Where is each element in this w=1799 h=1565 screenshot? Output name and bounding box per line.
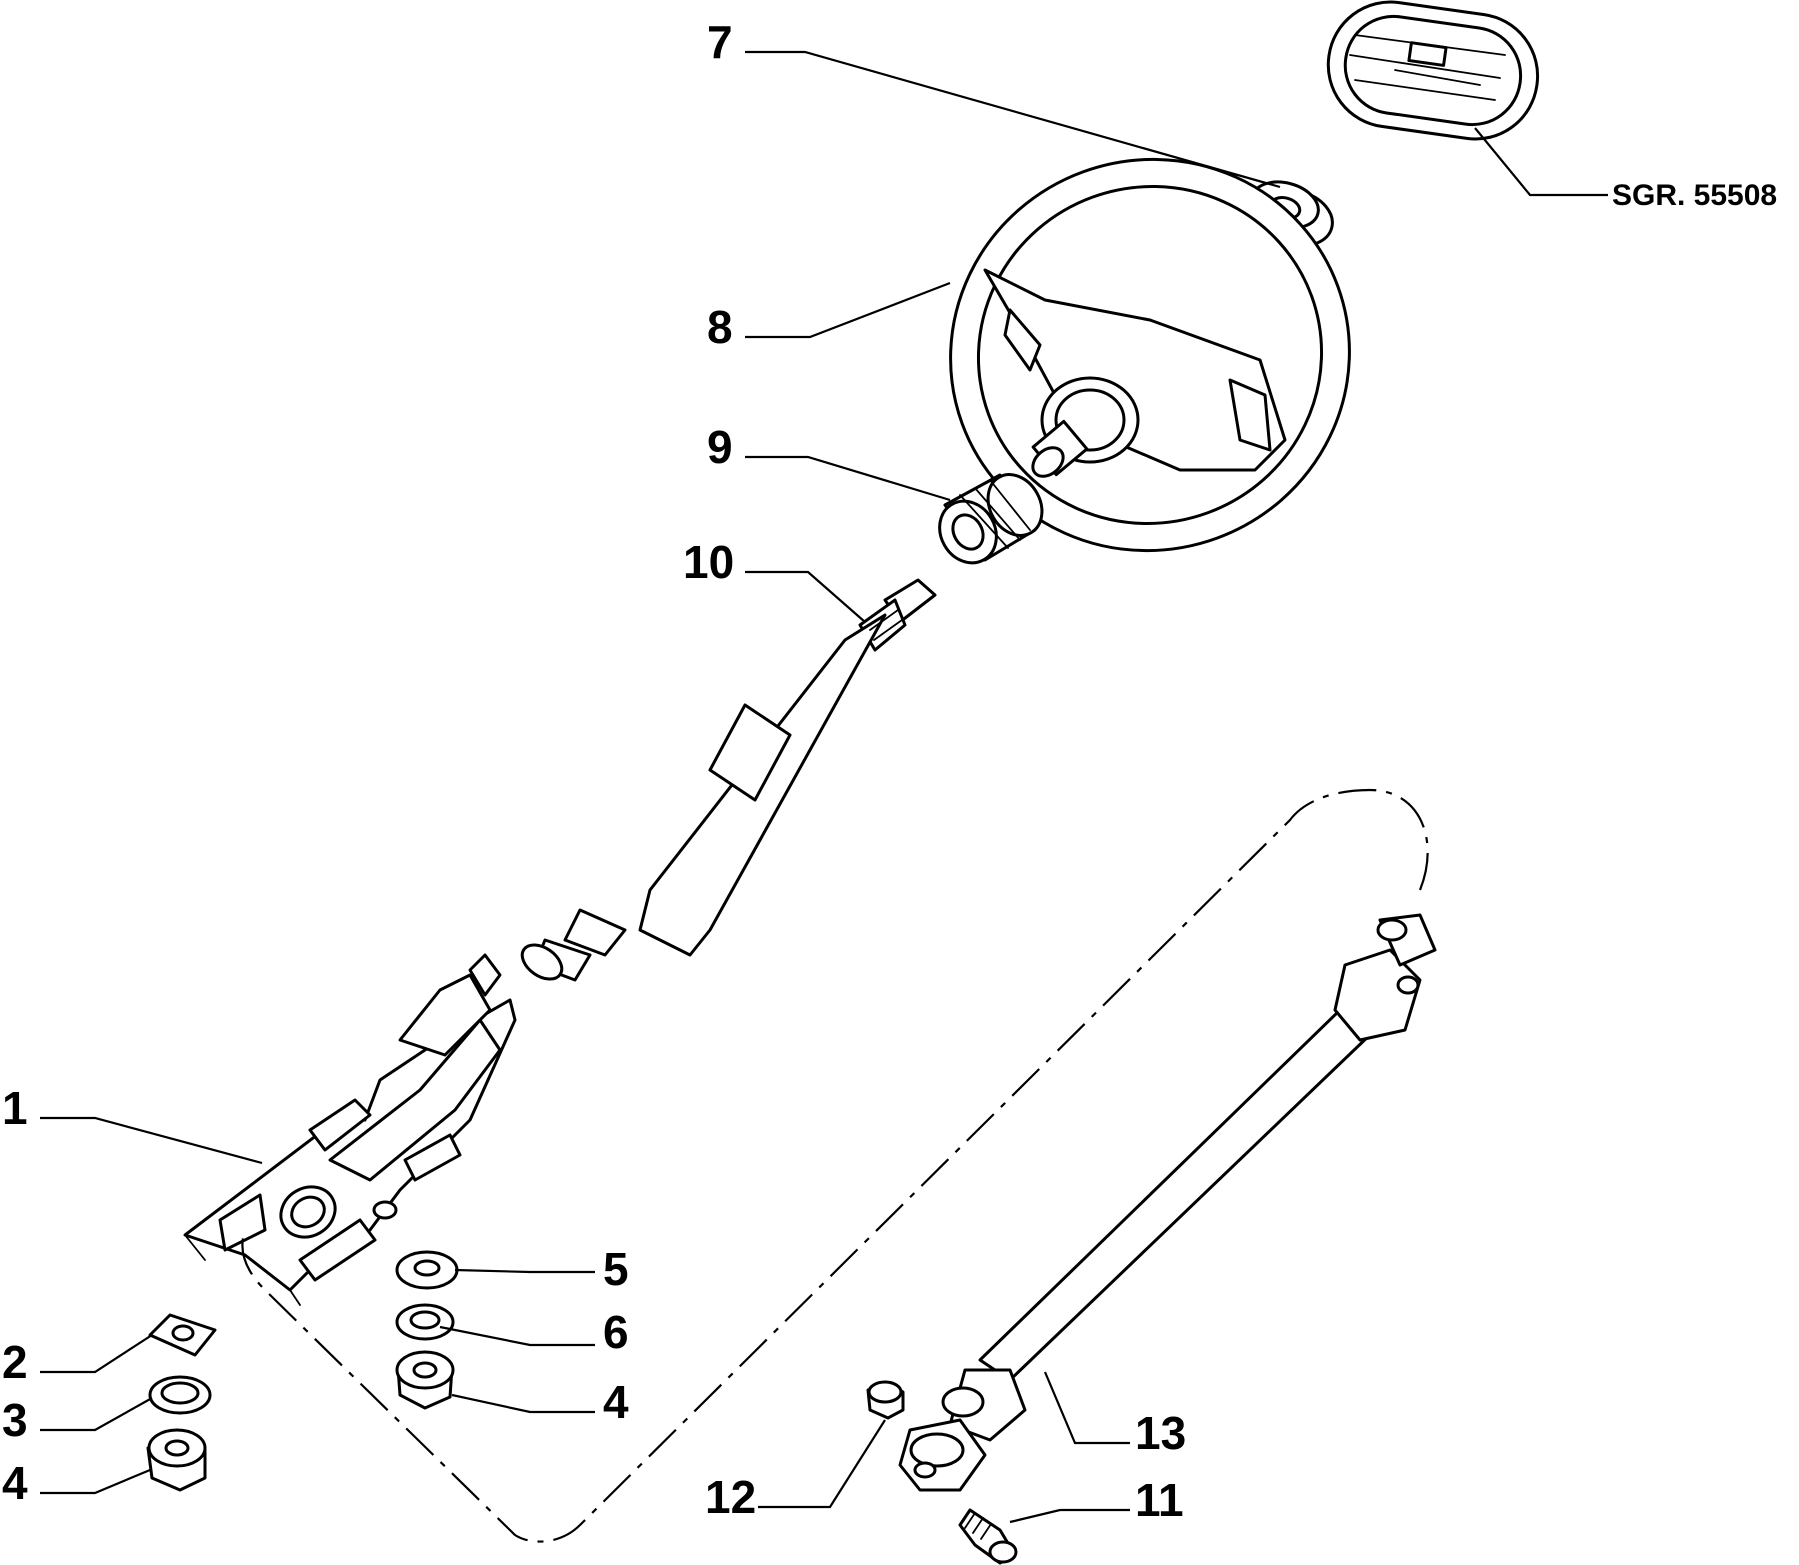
callout-9: 9	[707, 421, 733, 473]
small-nut-part	[866, 1380, 905, 1420]
hex-nut-part	[146, 1428, 207, 1492]
callout-5: 5	[603, 1243, 629, 1295]
steering-shaft-part	[520, 578, 937, 982]
flat-washer-part	[395, 1250, 459, 1290]
callout-8: 8	[707, 301, 733, 353]
callout-2: 2	[2, 1336, 28, 1388]
hex-nut-center-part	[395, 1350, 455, 1410]
spring-washer-center-part	[395, 1303, 455, 1341]
callout-11: 11	[1135, 1474, 1184, 1526]
callout-10: 10	[683, 536, 734, 588]
leader-lines	[40, 50, 1608, 1524]
callout-4-left: 4	[2, 1457, 28, 1509]
bolt-part	[958, 1508, 1018, 1565]
callout-1: 1	[2, 1082, 28, 1134]
callout-7: 7	[707, 16, 733, 68]
callout-3: 3	[2, 1394, 28, 1446]
intermediate-shaft-part	[898, 913, 1437, 1492]
steering-wheel-part	[949, 157, 1351, 553]
steering-column-bracket-part	[183, 953, 517, 1306]
callout-6: 6	[603, 1306, 629, 1358]
reference-code: SGR. 55508	[1612, 179, 1777, 212]
callout-13: 13	[1135, 1407, 1186, 1459]
callout-12: 12	[705, 1471, 756, 1523]
horn-pad-part	[1326, 0, 1540, 141]
bearing-part	[938, 473, 1044, 565]
callout-4-center: 4	[603, 1376, 629, 1428]
cage-nut-part	[148, 1313, 217, 1357]
spring-washer-part	[148, 1375, 212, 1415]
assembly-line	[241, 788, 1429, 1543]
